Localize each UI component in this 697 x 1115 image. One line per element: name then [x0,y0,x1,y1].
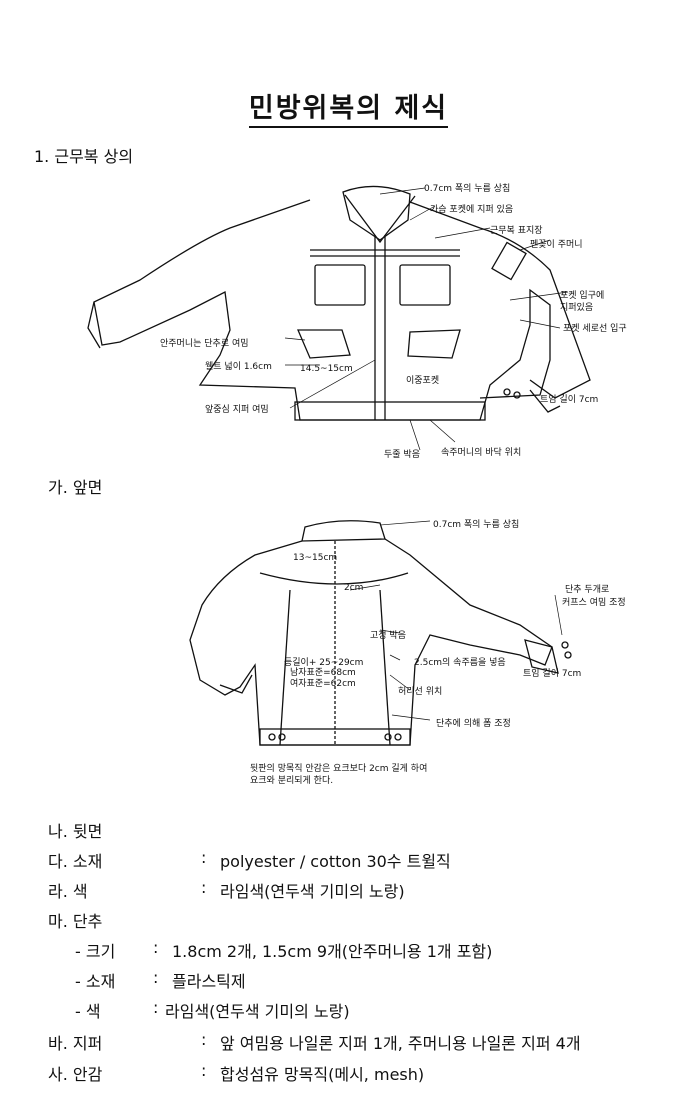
jacket-front-drawing [87,185,591,451]
spec-button-size: - 크기 : 1.8cm 2개, 1.5cm 9개(안주머니용 1개 포함) [75,938,493,961]
label-chest-zip: 가슴 포켓에 지퍼 있음 [430,205,514,215]
section-heading: 1. 근무복 상의 [34,147,134,166]
spec-lining: 사. 안감 : 합성섬유 망목직(메시, mesh) [48,1061,425,1084]
label-double-pocket: 이중포켓 [406,376,440,386]
label-cuff-btn-2: 커프스 여밈 조정 [562,598,626,608]
spec-button: 마. 단추 [48,912,103,931]
spec-button-material: - 소재 : 플라스틱제 [75,968,246,991]
label-back-cuff-slit: 트임 길이 7cm [523,669,582,679]
label-note-2: 요크와 분리되게 한다. [250,776,334,786]
label-fixed-stitch: 고정 박음 [370,631,406,641]
label-emblem: 근무복 표지장 [490,226,543,236]
label-note-1: 뒷판의 망목직 안감은 요크보다 2cm 길게 하여 [250,764,428,774]
page-title: 민방위복의 제식 [0,86,697,128]
label-length-2: 남자표준=68cm [290,668,356,678]
label-length-3: 여자표준=62cm [290,679,356,689]
label-pocket-entry-2: 지퍼있음 [560,303,594,313]
jacket-back-drawing [189,520,572,746]
label-double-stitch: 두줄 박음 [384,450,420,460]
label-sleeve-stitch: 2.5cm의 속주름을 넣음 [414,658,506,668]
label-yoke-gap: 2cm [344,583,364,593]
label-pocket-vertical: 포켓 세로선 입구 [563,324,627,334]
label-cuff-btn-1: 단추 두개로 [565,585,610,595]
label-welt: 웰트 넓이 1.6cm [205,362,272,372]
spec-zipper: 바. 지퍼 : 앞 여밈용 나일론 지퍼 1개, 주머니용 나일론 지퍼 4개 [48,1030,581,1053]
label-collar-stitch: 0.7cm 폭의 누름 상침 [424,184,511,194]
label-hem-button: 단추에 의해 폼 조정 [436,719,511,729]
spec-material: 다. 소재 : polyester / cotton 30수 트윌직 [48,848,451,871]
label-yoke-height: 13~15cm [293,553,338,563]
back-heading: 나. 뒷면 [48,822,103,841]
label-pen-pocket: 펜꽂이 주머니 [530,240,583,250]
label-welt-size: 14.5~15cm [300,364,353,374]
front-heading: 가. 앞면 [48,478,103,497]
spec-color: 라. 색 : 라임색(연두색 기미의 노랑) [48,878,405,901]
label-length-1: 등길이+ 25~29cm [284,658,364,668]
label-waist: 허리선 위치 [398,687,443,697]
label-front-zip: 앞중심 지퍼 여밈 [205,405,269,415]
spec-button-color: - 색 : 라임색(연두색 기미의 노랑) [75,998,350,1021]
label-cuff-slit: 트임 길이 7cm [540,395,599,405]
label-back-collar-stitch: 0.7cm 폭의 누름 상침 [433,520,520,530]
label-pocket-entry-1: 포켓 입구에 [560,291,605,301]
label-inner-pocket-bottom: 속주머니의 바닥 위치 [441,448,522,458]
label-inner-pocket: 안주머니는 단추로 여밈 [160,339,249,349]
